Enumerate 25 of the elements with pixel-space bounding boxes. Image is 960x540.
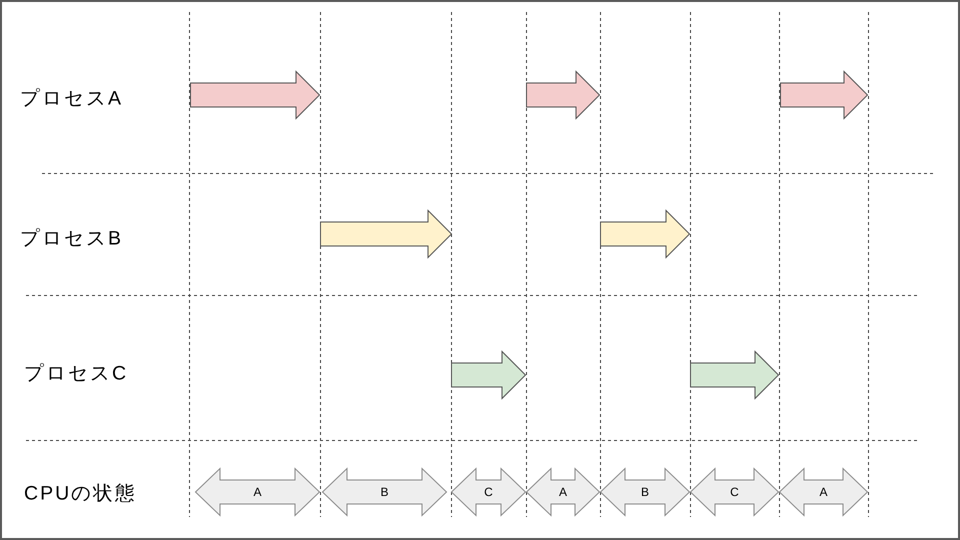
block-arrow (451, 351, 526, 399)
block-arrow (526, 71, 600, 119)
block-arrow (190, 71, 320, 119)
row-label: プロセスC (24, 362, 128, 386)
block-arrow (780, 71, 868, 119)
interval-label: B (380, 486, 388, 498)
row-label: プロセスA (20, 87, 124, 111)
interval-marker (690, 468, 779, 516)
block-arrow (320, 210, 452, 258)
interval-label: C (484, 486, 493, 498)
interval-label: C (730, 486, 739, 498)
interval-label: B (640, 486, 649, 498)
interval-marker (779, 468, 868, 516)
interval-label: A (819, 486, 828, 498)
interval-marker (600, 468, 690, 516)
row-label: CPUの状態 (24, 482, 138, 506)
interval-label: A (558, 486, 567, 498)
interval-marker (526, 468, 600, 516)
interval-marker (195, 468, 320, 516)
block-arrow (600, 210, 690, 258)
interval-marker (322, 468, 447, 516)
interval-label: A (253, 486, 262, 498)
row-label: プロセスB (20, 227, 124, 251)
block-arrow (690, 351, 779, 399)
interval-marker (451, 468, 526, 516)
